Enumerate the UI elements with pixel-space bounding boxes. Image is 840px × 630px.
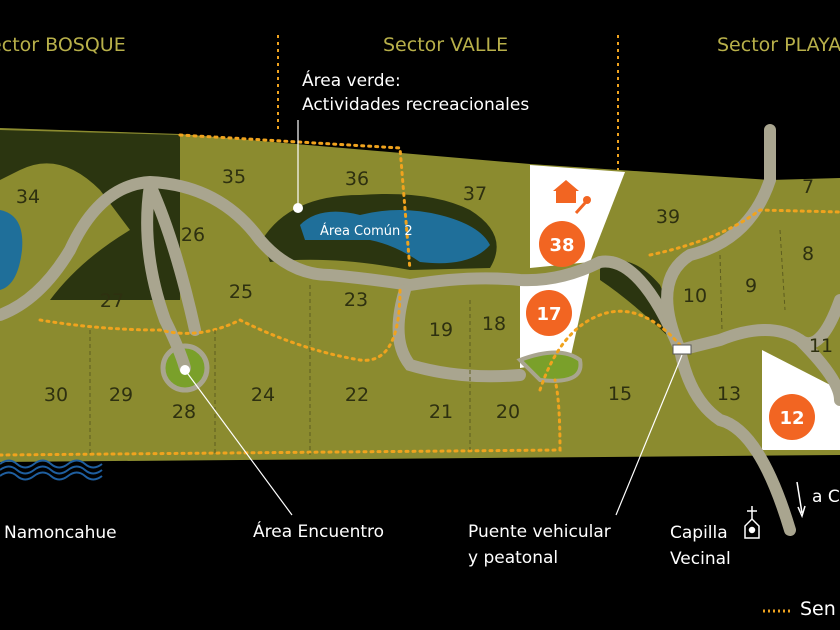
- trails: [0, 133, 840, 457]
- sector-playa: Sector PLAYA: [717, 34, 840, 56]
- available-lot-38[interactable]: 38: [539, 221, 585, 267]
- river-waves-icon: [0, 459, 103, 481]
- legend-trail-label: Sen: [800, 598, 836, 620]
- lot-number: 30: [44, 384, 68, 406]
- lot-number: 27: [100, 290, 124, 312]
- bridge-label-2: y peatonal: [468, 548, 559, 568]
- lot-borders: [89, 229, 786, 455]
- marker-dot: [293, 203, 303, 213]
- land-area: [0, 128, 840, 462]
- marker-dot: [180, 365, 190, 375]
- chapel-label-2: Vecinal: [670, 549, 731, 569]
- lot-number: 25: [229, 281, 253, 303]
- lot-number: 23: [344, 289, 368, 311]
- lot-number: 19: [429, 319, 453, 341]
- svg-text:12: 12: [779, 408, 804, 429]
- lot-number: 29: [109, 384, 133, 406]
- lot-number: 13: [717, 383, 741, 405]
- svg-text:17: 17: [536, 304, 561, 325]
- chapel-label-1: Capilla: [670, 523, 728, 543]
- river-label: Namoncahue: [4, 523, 117, 543]
- encuentro-label: Área Encuentro: [253, 522, 385, 542]
- lot-number: 24: [251, 384, 275, 406]
- lot-number: 36: [345, 168, 369, 190]
- direction-arrow-icon: [796, 481, 806, 519]
- sector-valle: Sector VALLE: [383, 34, 509, 56]
- lot-number: 20: [496, 401, 520, 423]
- lot-number: 37: [463, 183, 487, 205]
- available-lot-12[interactable]: 12: [769, 394, 815, 440]
- lot-number: 26: [181, 224, 205, 246]
- lot-number: 10: [683, 285, 707, 307]
- lot-number: 39: [656, 206, 680, 228]
- water-icon: [0, 210, 23, 290]
- lot-number: 18: [482, 313, 506, 335]
- lot-number: 9: [745, 275, 757, 297]
- area-verde-desc: Actividades recreacionales: [302, 95, 530, 115]
- available-lot-17[interactable]: 17: [526, 290, 572, 336]
- bridge-icon: [672, 344, 692, 355]
- lot-number: 7: [802, 176, 814, 198]
- lot-number: 34: [16, 186, 40, 208]
- clearing: [0, 163, 130, 300]
- svg-text:38: 38: [549, 235, 574, 256]
- bridge-label-1: Puente vehicular: [468, 522, 611, 542]
- lot-number: 11: [809, 335, 833, 357]
- area-comun-label: Área Común 2: [320, 224, 413, 239]
- leader-lines: [184, 120, 683, 516]
- lot-number: 35: [222, 166, 246, 188]
- direction-label: a C: [812, 487, 840, 507]
- lot-number: 22: [345, 384, 369, 406]
- lot-number: 15: [608, 383, 632, 405]
- house-key-icon: [553, 180, 591, 215]
- lagoon: [600, 260, 674, 338]
- lot-number: 8: [802, 243, 814, 265]
- sector-bosque: Sector BOSQUE: [0, 34, 126, 56]
- chapel-icon: [744, 506, 760, 539]
- lot-number: 21: [429, 401, 453, 423]
- pond: [300, 210, 490, 264]
- area-verde-title: Área verde:: [302, 71, 401, 91]
- lot-number: 28: [172, 401, 196, 423]
